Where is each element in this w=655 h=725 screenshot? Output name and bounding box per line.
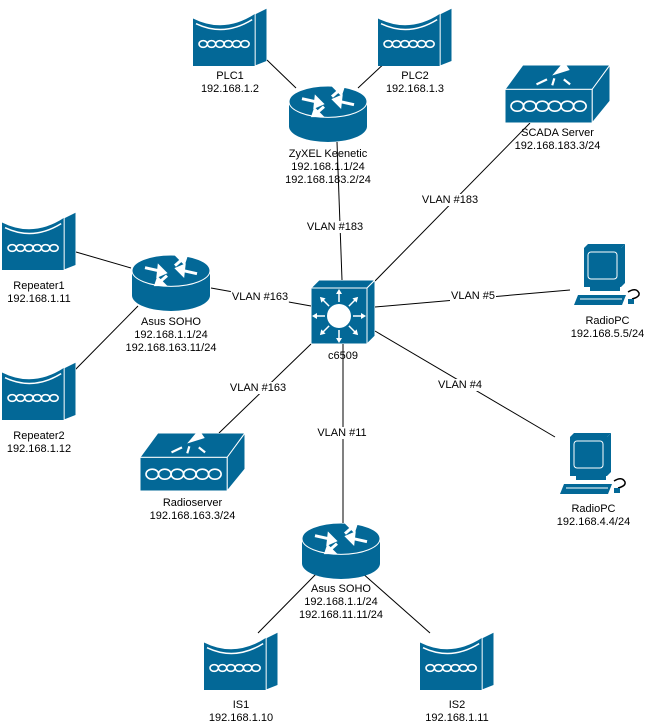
router-icon[interactable]: [288, 85, 368, 142]
repeater-icon[interactable]: [420, 631, 495, 691]
repeater-icon[interactable]: [2, 361, 77, 421]
ip-address: 192.168.5.5/24: [570, 328, 645, 340]
repeater-icon[interactable]: [378, 7, 453, 67]
link-zyxel-c6509[interactable]: [336, 141, 343, 281]
link-plc1-zyxel[interactable]: [266, 59, 297, 89]
ip-address: 192.168.11.11/24: [298, 609, 384, 621]
device-name: Repeater1: [13, 280, 65, 292]
server-switch-icon[interactable]: [139, 429, 246, 493]
link-repeater1-asus1[interactable]: [75, 251, 132, 269]
vlan-label: VLAN #11: [316, 427, 368, 439]
vlan-label: VLAN #183: [420, 194, 480, 206]
ip-address: 192.168.163.11/24: [125, 342, 217, 354]
device-name: IS1: [232, 699, 250, 711]
vlan-label: VLAN #163: [228, 382, 288, 394]
device-name: RadioPC: [585, 315, 630, 327]
repeater-icon[interactable]: [193, 7, 268, 67]
pc-icon[interactable]: [570, 243, 645, 305]
link-asus2-is1[interactable]: [257, 571, 319, 634]
ip-address: 192.168.4.4/24: [556, 516, 631, 528]
ip-address: 192.168.1.1/24: [291, 161, 365, 173]
ip-address: 192.168.1.1/24: [134, 329, 208, 341]
repeater-icon[interactable]: [2, 211, 77, 271]
device-name: PLC2: [401, 70, 429, 82]
ip-address: 192.168.183.2/24: [285, 174, 371, 186]
device-name: Asus SOHO: [311, 583, 371, 595]
server-switch-icon[interactable]: [504, 61, 611, 125]
ip-address: 192.168.1.3: [385, 83, 445, 95]
ip-address: 192.168.1.1/24: [304, 596, 378, 608]
device-name: SCADA Server: [521, 127, 594, 139]
layer3-switch-icon[interactable]: [309, 278, 377, 346]
device-name: RadioPC: [571, 503, 616, 515]
device-name: IS2: [448, 699, 466, 711]
device-name: Asus SOHO: [141, 316, 201, 328]
device-name: Radioserver: [162, 497, 223, 509]
ip-address: 192.168.1.11: [425, 712, 489, 724]
repeater-icon[interactable]: [204, 631, 279, 691]
device-name: c6509: [328, 350, 358, 362]
device-name: PLC1: [216, 70, 244, 82]
device-name: ZyXEL Keenetic: [288, 148, 368, 160]
vlan-label: VLAN #4: [436, 379, 484, 391]
link-repeater2-asus1[interactable]: [71, 305, 139, 374]
ip-address: 192.168.183.3/24: [514, 140, 601, 152]
router-icon[interactable]: [131, 254, 211, 311]
pc-icon[interactable]: [556, 432, 631, 494]
vlan-label: VLAN #183: [305, 221, 365, 233]
link-asus2-is2[interactable]: [360, 571, 431, 634]
ip-address: 192.168.1.12: [6, 443, 72, 455]
ip-address: 192.168.163.3/24: [149, 510, 236, 522]
node-label: c6509: [328, 350, 358, 363]
vlan-label: VLAN #5: [449, 290, 497, 302]
ip-address: 192.168.1.11: [7, 293, 71, 305]
ip-address: 192.168.1.2: [200, 83, 260, 95]
ip-address: 192.168.1.10: [208, 712, 274, 724]
router-icon[interactable]: [301, 522, 381, 579]
device-name: Repeater2: [13, 430, 65, 442]
vlan-label: VLAN #163: [230, 291, 290, 303]
